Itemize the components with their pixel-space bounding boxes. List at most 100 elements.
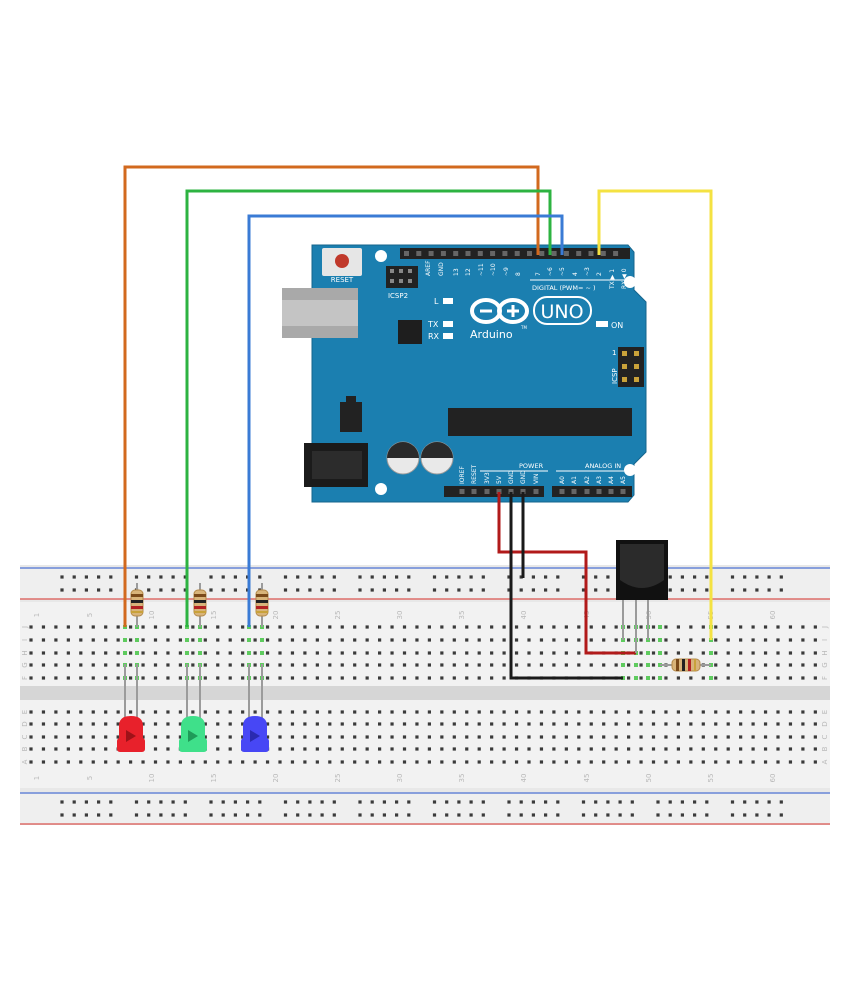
breadboard-hole	[714, 710, 718, 714]
column-number: 30	[396, 774, 404, 783]
resistor-icon[interactable]	[130, 583, 144, 627]
breadboard-hole	[29, 663, 33, 667]
mounting-hole	[624, 276, 636, 288]
arduino-uno-board: RESET ICSP2 L TX RX Arduino TM	[282, 244, 647, 503]
breadboard-hole	[91, 651, 95, 655]
breadboard-hole	[178, 651, 182, 655]
wire-black-gnd[interactable]	[509, 492, 623, 680]
gnd-pin-label: GND	[438, 262, 445, 276]
header-pin	[527, 251, 532, 256]
wire-blue-pin5[interactable]	[247, 214, 564, 627]
rail-hole	[519, 813, 523, 817]
wire-orange-pin7[interactable]	[123, 165, 540, 627]
breadboard-hole	[427, 663, 431, 667]
rail-hole	[332, 575, 336, 579]
breadboard-hole	[763, 735, 768, 739]
breadboard-hole	[527, 638, 531, 642]
breadboard-hole	[340, 722, 344, 726]
header-pin	[520, 489, 526, 494]
breadboard-hole	[353, 651, 357, 655]
rail-hole	[320, 588, 324, 592]
breadboard-hole	[801, 676, 805, 680]
breadboard-hole	[178, 760, 182, 764]
power-pin-label: GND	[508, 470, 515, 484]
breadboard-hole	[104, 710, 108, 714]
usb-chip	[398, 320, 422, 344]
rail-hole	[606, 575, 610, 579]
breadboard-hole	[577, 710, 581, 714]
breadboard-hole	[627, 638, 631, 642]
column-number: 20	[272, 774, 280, 783]
led-red[interactable]	[117, 664, 145, 752]
breadboard-hole	[639, 747, 643, 751]
breadboard-hole	[776, 676, 780, 680]
rail-hole	[171, 575, 175, 579]
row-letter: H	[821, 650, 829, 655]
rail-hole	[233, 588, 237, 592]
trademark: TM	[520, 325, 527, 330]
breadboard-hole	[166, 638, 170, 642]
breadboard-hole	[153, 735, 158, 739]
led-blue[interactable]	[241, 664, 269, 752]
column-number: 25	[334, 611, 342, 620]
breadboard-hole	[79, 710, 83, 714]
ir-receiver-icon[interactable]	[616, 540, 668, 653]
breadboard-hole	[29, 638, 33, 642]
wire-green-pin6[interactable]	[185, 189, 552, 627]
rail-hole	[221, 575, 225, 579]
breadboard-hole	[602, 735, 606, 739]
breadboard-hole	[452, 651, 456, 655]
resistor-icon[interactable]	[193, 583, 207, 627]
rail-hole	[445, 813, 449, 817]
rail-hole	[481, 575, 485, 579]
breadboard-hole	[639, 710, 643, 714]
wire-yellow-pin2[interactable]	[597, 189, 713, 640]
breadboard-hole	[303, 710, 307, 714]
breadboard-hole	[91, 625, 95, 629]
breadboard-hole	[465, 760, 469, 764]
power-pin-label: RESET	[471, 464, 478, 484]
breadboard-hole	[66, 760, 70, 764]
breadboard-hole	[365, 651, 369, 655]
breadboard-hole	[427, 735, 431, 739]
breadboard-hole	[477, 663, 481, 667]
connected-hole	[185, 638, 189, 642]
breadboard-hole	[340, 735, 344, 739]
breadboard-hole	[788, 760, 793, 764]
breadboard-hole	[340, 663, 344, 667]
breadboard-hole	[763, 651, 768, 655]
resistor-icon[interactable]	[660, 658, 711, 672]
rail-hole	[370, 588, 374, 592]
rail-hole	[457, 575, 461, 579]
header-pin	[563, 251, 569, 256]
led-green[interactable]	[179, 664, 207, 752]
breadboard-hole	[664, 735, 668, 739]
header-pin	[459, 489, 465, 494]
breadboard-hole	[41, 747, 46, 751]
reset-button-cap[interactable]	[335, 254, 349, 268]
digital-pin-label: 13	[453, 268, 460, 276]
breadboard-hole	[801, 663, 805, 667]
breadboard-hole	[290, 638, 295, 642]
breadboard-hole	[303, 651, 307, 655]
breadboard-hole	[153, 676, 158, 680]
rail-hole	[84, 800, 88, 804]
digital-pin-label: 7	[535, 272, 542, 276]
rail-hole	[432, 575, 437, 579]
breadboard-hole	[365, 710, 369, 714]
breadboard-hole	[241, 735, 245, 739]
header-pin	[584, 489, 590, 494]
breadboard-hole	[701, 735, 705, 739]
rail-hole	[209, 588, 213, 592]
breadboard-hole	[813, 651, 817, 655]
breadboard-hole	[415, 651, 419, 655]
rail-hole	[308, 813, 312, 817]
breadboard-hole	[602, 747, 606, 751]
breadboard-hole	[739, 676, 743, 680]
wire-red-5v[interactable]	[497, 492, 636, 655]
breadboard-hole	[714, 638, 718, 642]
header-pin	[502, 251, 508, 256]
breadboard-hole	[739, 710, 743, 714]
breadboard-hole	[602, 722, 606, 726]
resistor-icon[interactable]	[255, 583, 269, 627]
